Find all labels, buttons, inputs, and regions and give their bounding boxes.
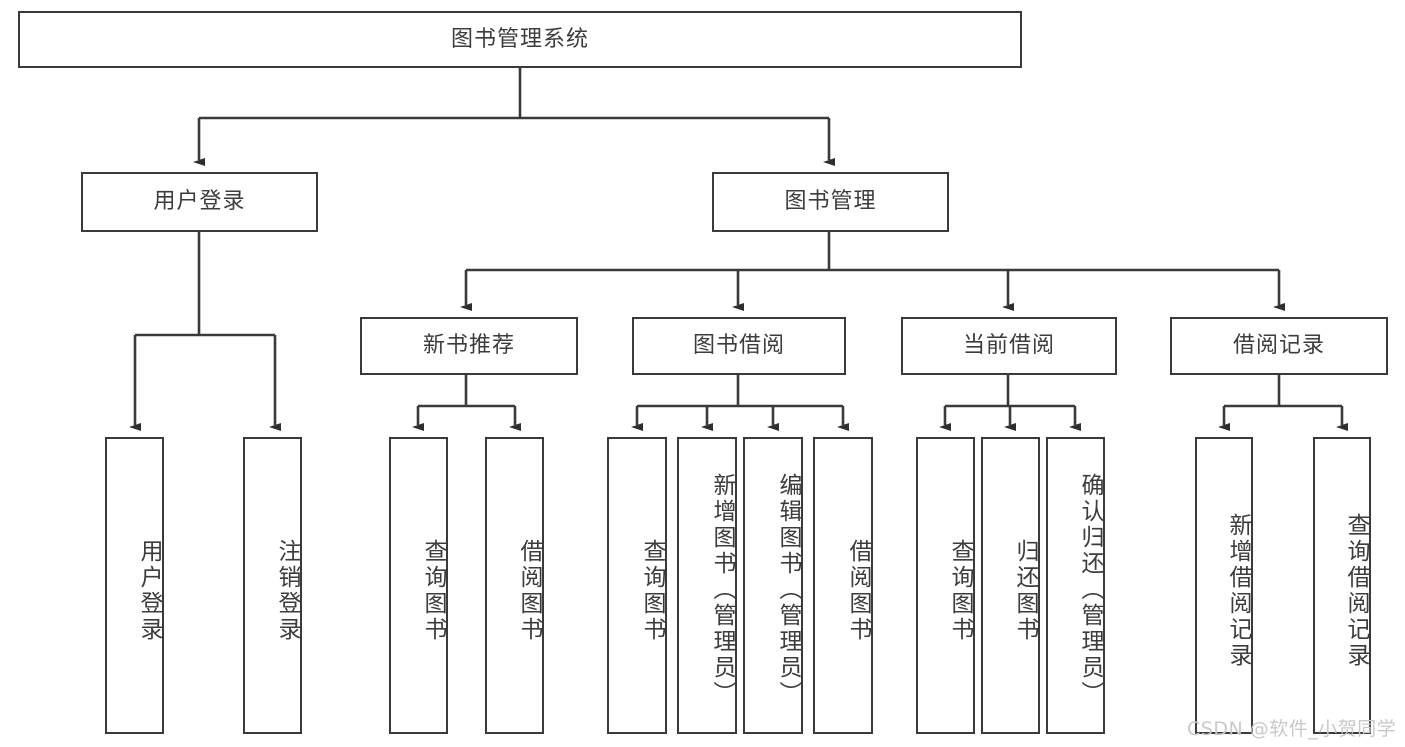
node-label: 查询图书 [947, 538, 973, 643]
node-leaf-logout[interactable]: 注销登录 [243, 437, 302, 734]
node-leaf-query-book-recommend[interactable]: 查询图书 [389, 437, 448, 734]
node-label: 归还图书 [1012, 538, 1038, 643]
node-label: 当前借阅 [962, 333, 1055, 359]
node-label: 借阅图书 [516, 538, 542, 643]
node-label: 查询图书 [420, 538, 446, 643]
node-leaf-add-borrow-record[interactable]: 新增借阅记录 [1195, 437, 1253, 734]
node-label: 新增借阅记录 [1225, 512, 1251, 669]
node-current-borrow[interactable]: 当前借阅 [901, 317, 1117, 375]
node-leaf-query-book-borrow[interactable]: 查询图书 [607, 437, 667, 734]
node-leaf-query-borrow-record[interactable]: 查询借阅记录 [1313, 437, 1371, 734]
node-leaf-borrow-book[interactable]: 借阅图书 [813, 437, 873, 734]
node-label: 查询借阅记录 [1343, 512, 1369, 669]
node-root-book-management-system[interactable]: 图书管理系统 [18, 11, 1022, 68]
node-leaf-borrow-book-recommend[interactable]: 借阅图书 [485, 437, 544, 734]
node-label: 用户登录 [136, 538, 162, 643]
node-leaf-confirm-return-admin[interactable]: 确认归还（管理员） [1046, 437, 1105, 734]
node-label: 新书推荐 [422, 333, 515, 359]
node-label: 图书管理 [784, 189, 877, 215]
node-leaf-edit-book-admin[interactable]: 编辑图书（管理员） [743, 437, 803, 734]
node-leaf-return-book[interactable]: 归还图书 [981, 437, 1040, 734]
node-book-borrow[interactable]: 图书借阅 [632, 317, 846, 375]
node-leaf-user-login[interactable]: 用户登录 [105, 437, 164, 734]
node-label: 借阅记录 [1232, 333, 1325, 359]
node-label: 注销登录 [274, 538, 300, 643]
node-leaf-query-book-current[interactable]: 查询图书 [916, 437, 975, 734]
node-leaf-add-book-admin[interactable]: 新增图书（管理员） [677, 437, 737, 734]
node-label: 借阅图书 [845, 538, 871, 643]
node-label: 新增图书（管理员） [709, 472, 735, 707]
node-book-management[interactable]: 图书管理 [712, 172, 949, 232]
node-label: 图书管理系统 [450, 26, 589, 52]
node-user-login[interactable]: 用户登录 [81, 172, 318, 232]
node-label: 编辑图书（管理员） [775, 472, 801, 707]
csdn-watermark: CSDN @软件_小贺同学 [1187, 718, 1397, 740]
node-label: 用户登录 [153, 189, 246, 215]
node-label: 确认归还（管理员） [1077, 472, 1103, 707]
node-label: 查询图书 [639, 538, 665, 643]
node-borrow-record[interactable]: 借阅记录 [1170, 317, 1388, 375]
node-new-book-recommend[interactable]: 新书推荐 [360, 317, 578, 375]
node-label: 图书借阅 [692, 333, 785, 359]
